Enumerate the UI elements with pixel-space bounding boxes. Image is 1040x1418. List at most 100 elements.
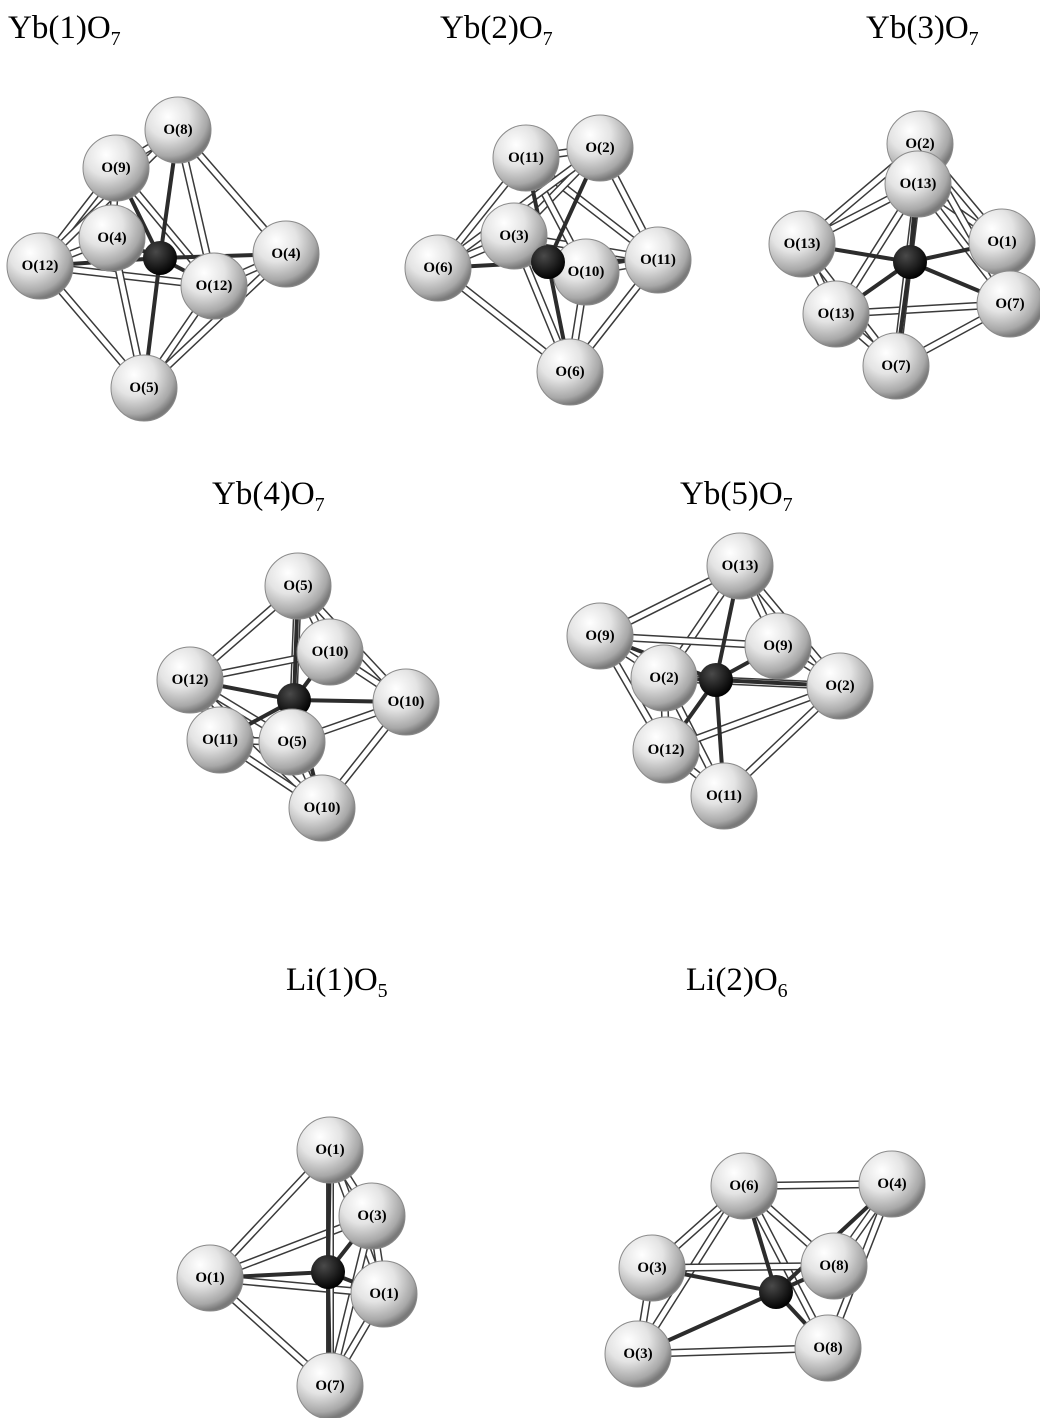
title-yb2: Yb(2)O7 — [440, 10, 553, 50]
atom-label: O(6) — [729, 1178, 758, 1194]
metal-atom — [143, 241, 177, 275]
atom-label: O(10) — [312, 644, 349, 660]
oxygen-atom: O(10) — [288, 774, 356, 842]
atoms-yb4: O(5) O(10) O(11) O(12) O(10) O(5) O(10) — [156, 552, 440, 842]
oxygen-atom: O(5) — [264, 552, 332, 620]
atoms-yb3: O(2) O(1) O(13) O(13) O(13) O(7) O(7) — [768, 110, 1040, 400]
polyhedron-yb5: O(13) O(9) O(12) O(9) O(2) O(2) O(11) — [566, 532, 874, 830]
oxygen-atom: O(8) — [144, 96, 212, 164]
oxygen-atom: O(2) — [630, 644, 698, 712]
atoms-li2: O(8) O(6) O(4) O(3) O(8) O(3) — [604, 1150, 926, 1388]
atom-label: O(11) — [202, 732, 238, 748]
atom-label: O(4) — [97, 230, 126, 246]
atom-label: O(5) — [129, 380, 158, 396]
atom-label: O(3) — [357, 1208, 386, 1224]
polyhedron-yb1: O(8) O(9) O(4) O(12) O(4) O(12) O(5) — [6, 96, 320, 422]
oxygen-atom: O(9) — [82, 134, 150, 202]
atoms-li1: O(1) O(3) O(1) O(1) O(7) — [176, 1116, 418, 1418]
atom-label: O(13) — [900, 176, 937, 192]
atom-label: O(8) — [163, 122, 192, 138]
atom-label: O(2) — [825, 678, 854, 694]
oxygen-atom: O(7) — [296, 1352, 364, 1418]
oxygen-atom: O(2) — [806, 652, 874, 720]
oxygen-atom: O(10) — [552, 238, 620, 306]
oxygen-atom: O(1) — [296, 1116, 364, 1184]
oxygen-atom: O(9) — [566, 602, 634, 670]
metal-atom — [759, 1275, 793, 1309]
atom-label: O(9) — [585, 628, 614, 644]
atom-label: O(1) — [369, 1286, 398, 1302]
oxygen-atom: O(12) — [156, 646, 224, 714]
oxygen-atom: O(4) — [252, 220, 320, 288]
atom-label: O(9) — [763, 638, 792, 654]
atom-label: O(12) — [22, 258, 59, 274]
title-li1: Li(1)O5 — [286, 962, 388, 1002]
atom-label: O(10) — [388, 694, 425, 710]
atom-label: O(13) — [784, 236, 821, 252]
atom-label: O(11) — [640, 252, 676, 268]
atom-label: O(7) — [881, 358, 910, 374]
polyhedron-yb4: O(5) O(10) O(11) O(12) O(10) O(5) O(10) — [156, 552, 440, 842]
title-li2: Li(2)O6 — [686, 962, 788, 1002]
atom-label: O(6) — [423, 260, 452, 276]
atom-label: O(1) — [315, 1142, 344, 1158]
atom-label: O(11) — [706, 788, 742, 804]
metal-atom — [531, 245, 565, 279]
oxygen-atom: O(13) — [884, 150, 952, 218]
oxygen-atom: O(1) — [968, 208, 1036, 276]
oxygen-atom: O(3) — [604, 1320, 672, 1388]
oxygen-atom: O(7) — [976, 270, 1040, 338]
atom-label: O(5) — [283, 578, 312, 594]
title-yb5: Yb(5)O7 — [680, 476, 793, 516]
atom-label: O(1) — [987, 234, 1016, 250]
title-yb3: Yb(3)O7 — [866, 10, 979, 50]
oxygen-atom: O(11) — [492, 124, 560, 192]
oxygen-atom: O(6) — [536, 338, 604, 406]
oxygen-atom: O(2) — [566, 114, 634, 182]
atom-label: O(2) — [905, 136, 934, 152]
atoms-yb1: O(8) O(9) O(4) O(12) O(4) O(12) O(5) — [6, 96, 320, 422]
oxygen-atom: O(6) — [404, 234, 472, 302]
atom-label: O(4) — [877, 1176, 906, 1192]
oxygen-atom: O(8) — [794, 1314, 862, 1382]
oxygen-atom: O(8) — [800, 1232, 868, 1300]
oxygen-atom: O(12) — [180, 252, 248, 320]
oxygen-atom: O(12) — [6, 232, 74, 300]
oxygen-atom: O(3) — [480, 202, 548, 270]
title-yb1: Yb(1)O7 — [8, 10, 121, 50]
title-yb4: Yb(4)O7 — [212, 476, 325, 516]
polyhedron-li1: O(1) O(3) O(1) O(1) O(7) — [176, 1116, 418, 1418]
atom-label: O(4) — [271, 246, 300, 262]
atom-label: O(10) — [568, 264, 605, 280]
atom-label: O(13) — [722, 558, 759, 574]
atom-label: O(8) — [819, 1258, 848, 1274]
oxygen-atom: O(4) — [858, 1150, 926, 1218]
atom-label: O(1) — [195, 1270, 224, 1286]
oxygen-atom: O(9) — [744, 612, 812, 680]
oxygen-atom: O(6) — [710, 1152, 778, 1220]
oxygen-atom: O(3) — [338, 1182, 406, 1250]
oxygen-atom: O(11) — [186, 706, 254, 774]
oxygen-atom: O(3) — [618, 1234, 686, 1302]
atom-label: O(12) — [172, 672, 209, 688]
oxygen-atom: O(10) — [296, 618, 364, 686]
atom-label: O(5) — [277, 734, 306, 750]
polyhedron-yb3: O(2) O(1) O(13) O(13) O(13) O(7) O(7) — [768, 110, 1040, 400]
oxygen-atom: O(12) — [632, 716, 700, 784]
atom-label: O(6) — [555, 364, 584, 380]
oxygen-atom: O(11) — [690, 762, 758, 830]
atom-label: O(8) — [813, 1340, 842, 1356]
atom-label: O(13) — [818, 306, 855, 322]
polyhedron-li2: O(8) O(6) O(4) O(3) O(8) O(3) — [604, 1150, 926, 1388]
atom-label: O(7) — [995, 296, 1024, 312]
atom-label: O(7) — [315, 1378, 344, 1394]
atom-label: O(12) — [648, 742, 685, 758]
metal-atom — [893, 245, 927, 279]
metal-atom — [277, 683, 311, 717]
atom-label: O(9) — [101, 160, 130, 176]
polyhedron-yb2: O(11)O(2)O(10)O(6)O(3)O(11)O(6) — [404, 114, 692, 406]
oxygen-atom: O(1) — [350, 1260, 418, 1328]
atom-label: O(3) — [499, 228, 528, 244]
atom-label: O(3) — [637, 1260, 666, 1276]
